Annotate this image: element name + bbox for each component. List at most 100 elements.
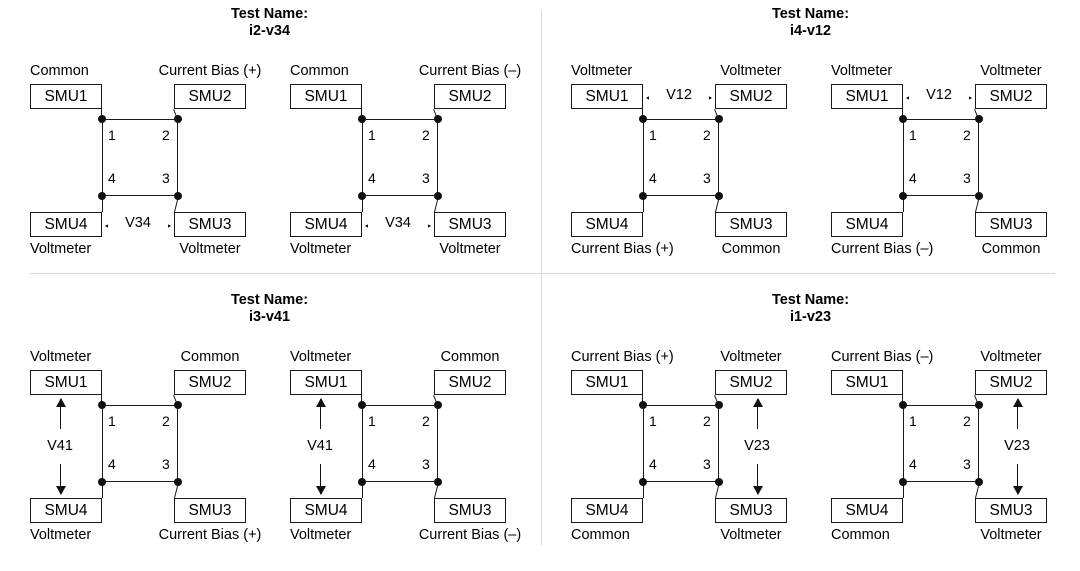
panel-title: Test Name:i3-v41	[0, 292, 539, 326]
smu-box-smu2[interactable]: SMU2	[715, 84, 787, 109]
measurement-label: V12	[909, 87, 969, 103]
smu-box-smu2[interactable]: SMU2	[975, 84, 1047, 109]
panel-title-line1: Test Name:	[771, 6, 850, 22]
smu-box-smu3[interactable]: SMU3	[434, 212, 506, 237]
corner-number-n3: 3	[162, 456, 170, 472]
role-label-smu3: Common	[721, 241, 781, 257]
smu-box-smu4[interactable]: SMU4	[30, 212, 102, 237]
smu-box-smu1[interactable]: SMU1	[30, 370, 102, 395]
smu-box-smu1[interactable]: SMU1	[30, 84, 102, 109]
corner-number-n3: 3	[963, 170, 971, 186]
smu-box-smu3[interactable]: SMU3	[715, 212, 787, 237]
contact-node-n1	[98, 115, 106, 123]
smu-box-smu3[interactable]: SMU3	[434, 498, 506, 523]
measurement-V34: V34	[22, 48, 272, 231]
smu-box-smu2[interactable]: SMU2	[174, 84, 246, 109]
smu-box-smu2[interactable]: SMU2	[434, 370, 506, 395]
role-label-smu3: Voltmeter	[980, 527, 1042, 543]
smu-box-smu4[interactable]: SMU4	[30, 498, 102, 523]
smu-box-smu4[interactable]: SMU4	[831, 498, 903, 523]
smu-box-smu4[interactable]: SMU4	[571, 498, 643, 523]
smu-box-smu4[interactable]: SMU4	[831, 212, 903, 237]
measurement-V12: V12	[823, 48, 1073, 103]
role-label-smu1: Voltmeter	[831, 63, 893, 79]
sample-square	[903, 405, 979, 482]
contact-node-n2	[434, 115, 442, 123]
role-label-smu4: Common	[831, 527, 890, 543]
contact-node-n4	[639, 478, 647, 486]
panel-title: Test Name:i4-v12	[541, 6, 1080, 40]
measurement-label: V41	[290, 438, 350, 454]
role-label-smu1: Common	[290, 63, 349, 79]
role-label-smu4: Voltmeter	[30, 241, 92, 257]
corner-number-n1: 1	[649, 413, 657, 429]
measure-arrow-down	[315, 464, 326, 495]
contact-node-n3	[434, 478, 442, 486]
smu-box-smu2[interactable]: SMU2	[434, 84, 506, 109]
corner-number-n2: 2	[963, 127, 971, 143]
role-label-smu4: Voltmeter	[290, 527, 352, 543]
smu-box-smu2[interactable]: SMU2	[174, 370, 246, 395]
smu-box-smu1[interactable]: SMU1	[831, 370, 903, 395]
smu-box-smu3[interactable]: SMU3	[975, 498, 1047, 523]
contact-node-n2	[174, 115, 182, 123]
measure-arrow-up	[1012, 398, 1023, 429]
contact-node-n2	[174, 401, 182, 409]
measurement-label: V34	[108, 215, 168, 231]
smu-box-smu3[interactable]: SMU3	[715, 498, 787, 523]
smu-box-smu1[interactable]: SMU1	[831, 84, 903, 109]
smu-box-smu1[interactable]: SMU1	[571, 84, 643, 109]
contact-node-n2	[715, 115, 723, 123]
role-label-smu1: Current Bias (–)	[831, 349, 934, 365]
smu-box-smu3[interactable]: SMU3	[174, 212, 246, 237]
role-label-smu1: Current Bias (+)	[571, 349, 674, 365]
corner-number-n4: 4	[649, 170, 657, 186]
smu-box-smu1[interactable]: SMU1	[290, 84, 362, 109]
measurement-label: V34	[368, 215, 428, 231]
panel-title: Test Name:i2-v34	[0, 6, 539, 40]
role-label-smu4: Current Bias (+)	[571, 241, 674, 257]
measurement-label: V23	[727, 438, 787, 454]
smu-box-smu2[interactable]: SMU2	[715, 370, 787, 395]
corner-number-n1: 1	[368, 413, 376, 429]
panel-title-line2: i2-v34	[248, 23, 291, 39]
sample-square	[903, 119, 979, 196]
corner-number-n3: 3	[162, 170, 170, 186]
corner-number-n4: 4	[909, 170, 917, 186]
panel-title: Test Name:i1-v23	[541, 292, 1080, 326]
role-label-smu2: Voltmeter	[720, 349, 782, 365]
measure-arrow-up	[315, 398, 326, 429]
smu-box-smu1[interactable]: SMU1	[290, 370, 362, 395]
corner-number-n2: 2	[162, 127, 170, 143]
contact-node-n4	[899, 478, 907, 486]
sample-square	[102, 405, 178, 482]
smu-box-smu4[interactable]: SMU4	[290, 212, 362, 237]
smu-box-smu4[interactable]: SMU4	[571, 212, 643, 237]
corner-number-n4: 4	[909, 456, 917, 472]
sample-square	[102, 119, 178, 196]
smu-box-smu2[interactable]: SMU2	[975, 370, 1047, 395]
measure-arrow-up	[752, 398, 763, 429]
smu-box-smu3[interactable]: SMU3	[174, 498, 246, 523]
measurement-label: V12	[649, 87, 709, 103]
contact-node-n4	[639, 192, 647, 200]
contact-node-n4	[358, 478, 366, 486]
panel-title-line1: Test Name:	[230, 292, 309, 308]
smu-box-smu4[interactable]: SMU4	[290, 498, 362, 523]
contact-node-n2	[434, 401, 442, 409]
corner-number-n2: 2	[162, 413, 170, 429]
role-label-smu2: Current Bias (+)	[158, 63, 262, 79]
role-label-smu3: Current Bias (–)	[418, 527, 522, 543]
panel-title-line2: i3-v41	[248, 309, 291, 325]
smu-box-smu3[interactable]: SMU3	[975, 212, 1047, 237]
sample-square	[362, 405, 438, 482]
panel-title-line2: i4-v12	[789, 23, 832, 39]
smu-box-smu1[interactable]: SMU1	[571, 370, 643, 395]
corner-number-n4: 4	[108, 170, 116, 186]
